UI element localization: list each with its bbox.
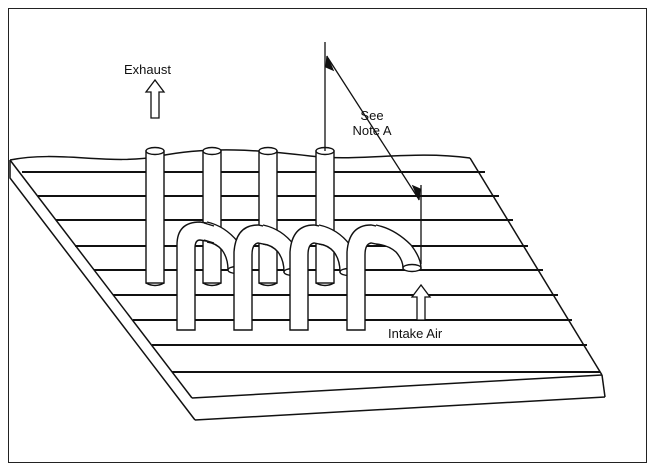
exhaust-label: Exhaust xyxy=(124,62,171,77)
see-label: See xyxy=(360,108,384,123)
intake-pipes xyxy=(176,221,422,331)
roof-right-thickness xyxy=(601,374,606,398)
roof-left-top xyxy=(9,159,193,399)
dimension-line xyxy=(327,57,419,199)
exhaust-pipe xyxy=(202,146,222,287)
intake-arrow-up-icon xyxy=(410,283,432,321)
exhaust-pipe xyxy=(258,146,278,287)
roof-front-bottom xyxy=(194,396,606,421)
roof-left-edge xyxy=(9,160,196,421)
note-a-dimension xyxy=(324,42,422,264)
exhaust-pipe xyxy=(145,146,165,287)
intake-air-label: Intake Air xyxy=(388,326,443,341)
exhaust-arrow-up-icon xyxy=(144,78,166,119)
exhaust-pipe xyxy=(315,146,335,287)
exhaust-pipes xyxy=(145,146,335,287)
intake-pipe xyxy=(346,224,422,331)
roof-break-edge xyxy=(9,149,471,161)
roof-deck xyxy=(9,149,606,421)
roof-front-edge xyxy=(191,374,603,399)
roof-planks xyxy=(22,171,600,373)
roof-right-edge xyxy=(469,157,603,376)
dimension-arrowhead-icon xyxy=(411,184,421,201)
note-a-label: Note A xyxy=(352,123,392,138)
dimension-arrowhead-icon xyxy=(325,55,335,72)
